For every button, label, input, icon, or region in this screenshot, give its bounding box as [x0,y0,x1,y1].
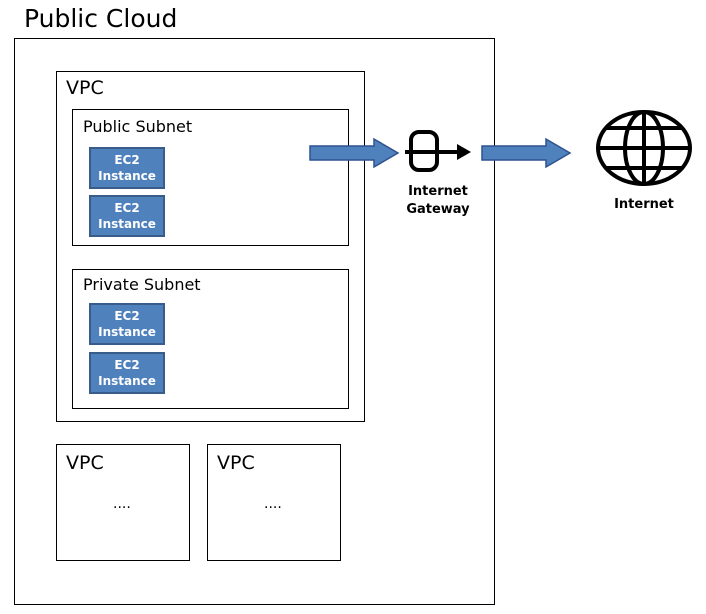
public-cloud-title: Public Cloud [24,4,178,33]
vpc-other-1 [56,444,190,561]
internet-gateway-label: Internet Gateway [398,183,478,219]
private-subnet-title: Private Subnet [83,275,201,294]
ec2-label: EC2 [114,309,140,323]
arrow-gateway-to-internet [481,137,572,169]
ec2-label: EC2 [114,153,140,167]
vpc-other-2-ellipsis: .... [264,496,282,512]
gateway-line2: Gateway [406,202,470,217]
vpc-other-1-title: VPC [66,452,104,474]
public-subnet-title: Public Subnet [83,117,193,136]
arrow-subnet-to-gateway [309,137,400,169]
instance-label: Instance [98,374,156,388]
vpc-main-title: VPC [66,77,104,99]
vpc-other-2 [207,444,341,561]
internet-gateway-icon[interactable] [405,128,473,176]
ec2-label: EC2 [114,358,140,372]
ec2-label: EC2 [114,201,140,215]
vpc-other-2-title: VPC [217,452,255,474]
ec2-instance-public-1[interactable]: EC2 Instance [89,147,165,189]
ec2-instance-private-1[interactable]: EC2 Instance [89,303,165,345]
instance-label: Instance [98,325,156,339]
ec2-instance-public-2[interactable]: EC2 Instance [89,195,165,237]
internet-label: Internet [614,197,674,212]
globe-icon[interactable] [594,108,694,188]
gateway-line1: Internet [408,184,468,199]
instance-label: Instance [98,217,156,231]
vpc-other-1-ellipsis: .... [113,496,131,512]
instance-label: Instance [98,169,156,183]
ec2-instance-private-2[interactable]: EC2 Instance [89,352,165,394]
